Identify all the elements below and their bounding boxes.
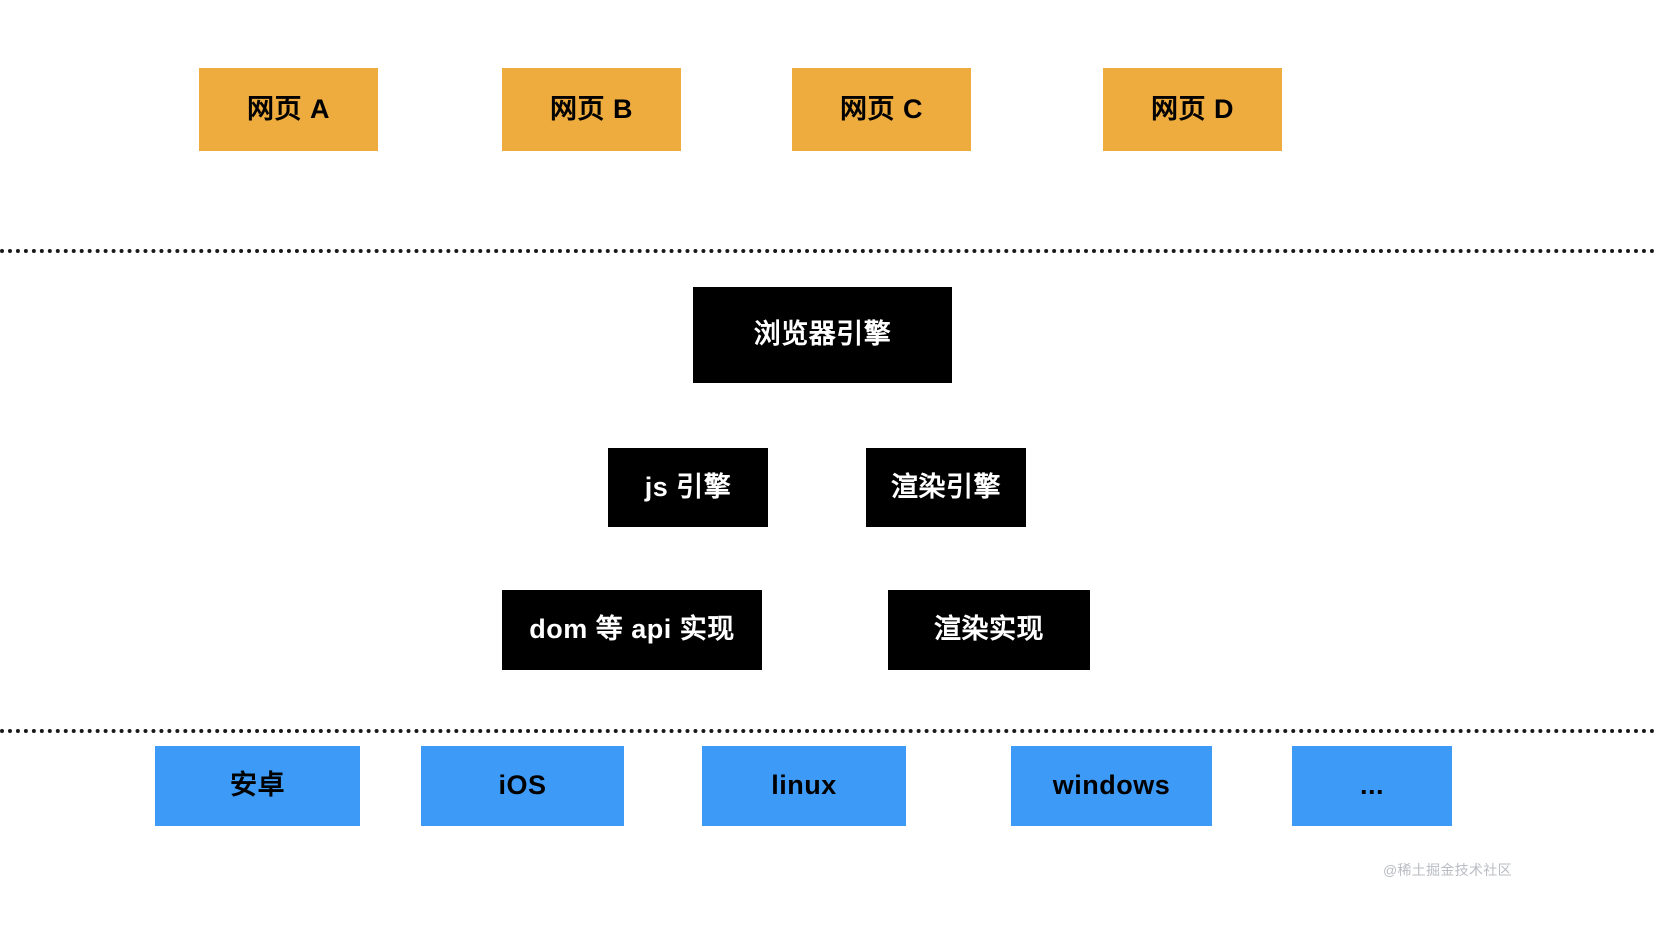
box-os-ios[interactable]: iOS (421, 746, 624, 826)
divider-top (0, 249, 1656, 253)
box-web-page-a[interactable]: 网页 A (199, 68, 378, 151)
box-label: iOS (498, 770, 547, 801)
box-label: 浏览器引擎 (753, 319, 892, 350)
box-os-android[interactable]: 安卓 (155, 746, 360, 826)
divider-bottom (0, 729, 1656, 733)
box-os-linux[interactable]: linux (702, 746, 906, 826)
watermark: @稀土掘金技术社区 (1383, 862, 1512, 878)
box-label: windows (1052, 770, 1171, 801)
box-js-engine[interactable]: js 引擎 (608, 448, 768, 527)
box-render-engine[interactable]: 渲染引擎 (866, 448, 1026, 527)
box-label: linux (771, 770, 837, 801)
box-label: ... (1359, 770, 1384, 801)
box-label: dom 等 api 实现 (529, 614, 735, 645)
box-browser-engine[interactable]: 浏览器引擎 (693, 287, 952, 383)
box-label: js 引擎 (644, 471, 732, 502)
box-web-page-c[interactable]: 网页 C (792, 68, 971, 151)
box-label: 渲染实现 (934, 614, 1044, 645)
box-label: 网页 A (247, 93, 330, 124)
box-label: 安卓 (230, 770, 285, 801)
box-web-page-d[interactable]: 网页 D (1103, 68, 1282, 151)
box-dom-api-impl[interactable]: dom 等 api 实现 (502, 590, 762, 670)
box-render-impl[interactable]: 渲染实现 (888, 590, 1090, 670)
box-web-page-b[interactable]: 网页 B (502, 68, 681, 151)
box-os-windows[interactable]: windows (1011, 746, 1212, 826)
box-label: 渲染引擎 (891, 471, 1001, 502)
box-label: 网页 B (550, 93, 633, 124)
box-os-more[interactable]: ... (1292, 746, 1452, 826)
box-label: 网页 C (840, 93, 923, 124)
box-label: 网页 D (1151, 93, 1234, 124)
